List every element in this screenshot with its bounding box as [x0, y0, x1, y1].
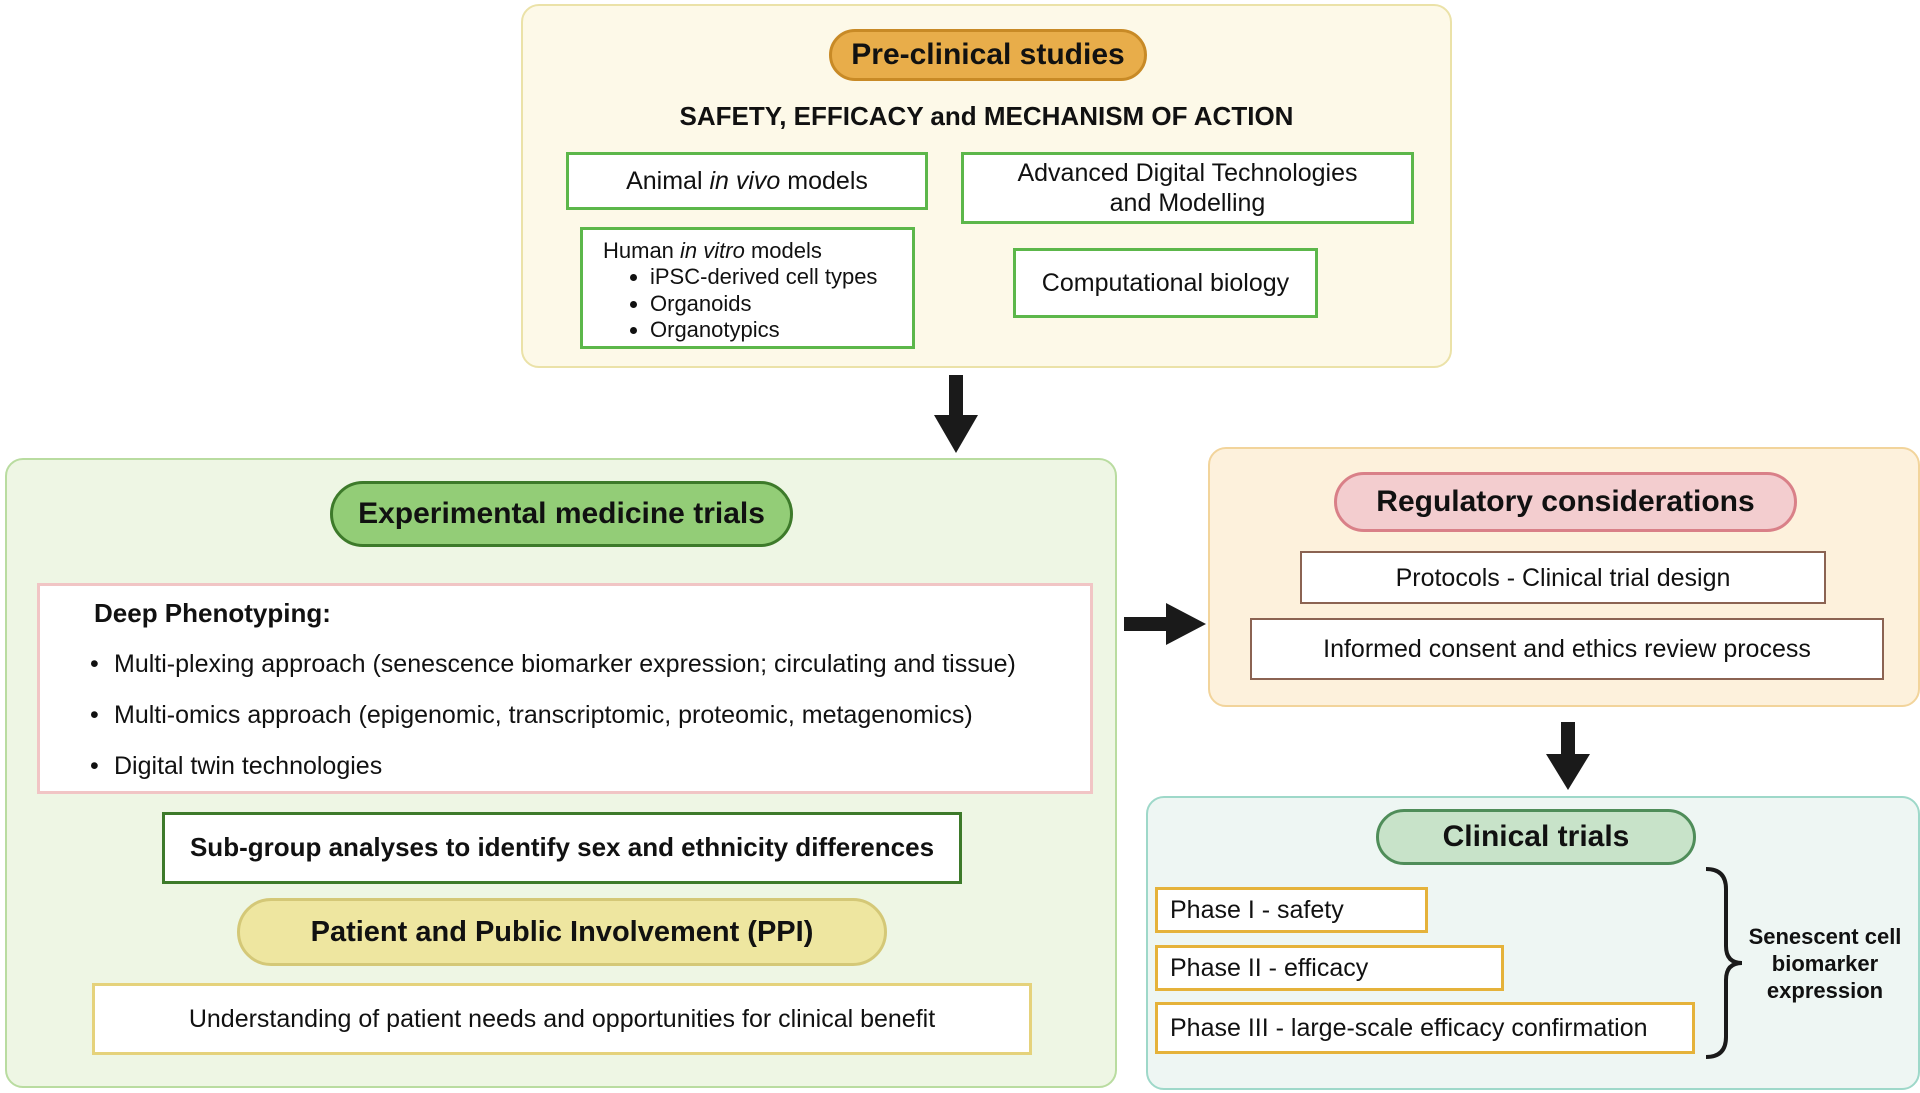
computational-biology-box: Computational biology [1013, 248, 1318, 318]
human-models-label: Human in vitro models [603, 238, 822, 263]
ppi-text: Understanding of patient needs and oppor… [188, 1005, 936, 1033]
list-item: •Digital twin technologies [90, 752, 383, 780]
ppi-title: Patient and Public Involvement (PPI) [237, 898, 887, 966]
phase-1-box: Phase I - safety [1155, 887, 1428, 933]
biomarker-label: Senescent cell biomarker expression [1748, 924, 1902, 1003]
deep-phenotyping-title: Deep Phenotyping: [94, 598, 331, 628]
experimental-title-text: Experimental medicine trials [358, 497, 765, 530]
clinical-title-text: Clinical trials [1442, 820, 1630, 853]
deep-phenotyping-list: •Multi-plexing approach (senescence biom… [90, 649, 1080, 802]
ppi-title-text: Patient and Public Involvement (PPI) [310, 915, 814, 948]
phase-2-label: Phase II - efficacy [1170, 954, 1369, 982]
arrow-down-icon [934, 375, 978, 453]
human-models-box: Human in vitro models iPSC-derived cell … [580, 227, 915, 349]
consent-box: Informed consent and ethics review proce… [1250, 618, 1884, 680]
digital-technologies-box: Advanced Digital Technologies and Modell… [961, 152, 1414, 224]
experimental-title: Experimental medicine trials [330, 481, 793, 547]
preclinical-subtitle: SAFETY, EFFICACY and MECHANISM OF ACTION [679, 101, 1294, 131]
computational-biology-label: Computational biology [1041, 269, 1290, 297]
animal-models-box: Animal in vivo models [566, 152, 928, 210]
list-item: Organoids [650, 291, 912, 317]
phase-1-label: Phase I - safety [1170, 896, 1344, 924]
preclinical-title: Pre-clinical studies [829, 29, 1147, 81]
regulatory-title: Regulatory considerations [1334, 472, 1797, 532]
animal-models-label: Animal in vivo models [626, 167, 868, 195]
arrow-down-icon [1546, 722, 1590, 790]
protocols-box: Protocols - Clinical trial design [1300, 551, 1826, 604]
phase-3-label: Phase III - large-scale efficacy confirm… [1170, 1014, 1648, 1042]
subgroup-analyses-label: Sub-group analyses to identify sex and e… [189, 832, 935, 863]
ppi-box: Understanding of patient needs and oppor… [92, 983, 1032, 1055]
list-item: •Multi-plexing approach (senescence biom… [90, 650, 1016, 678]
deep-phenotyping-box: Deep Phenotyping: •Multi-plexing approac… [37, 583, 1093, 794]
digital-technologies-line2: and Modelling [1109, 189, 1266, 217]
preclinical-title-text: Pre-clinical studies [851, 38, 1125, 71]
phase-2-box: Phase II - efficacy [1155, 945, 1504, 991]
list-item: iPSC-derived cell types [650, 264, 912, 290]
human-models-list: iPSC-derived cell types Organoids Organo… [603, 264, 912, 343]
regulatory-title-text: Regulatory considerations [1376, 485, 1755, 518]
digital-technologies-line1: Advanced Digital Technologies [1017, 159, 1358, 187]
arrow-right-icon [1124, 603, 1206, 645]
protocols-label: Protocols - Clinical trial design [1395, 563, 1731, 592]
list-item: Organotypics [650, 317, 912, 343]
right-brace-icon [1705, 867, 1743, 1059]
list-item: •Multi-omics approach (epigenomic, trans… [90, 701, 973, 729]
clinical-title: Clinical trials [1376, 809, 1696, 865]
phase-3-box: Phase III - large-scale efficacy confirm… [1155, 1002, 1695, 1054]
consent-label: Informed consent and ethics review proce… [1323, 635, 1811, 663]
subgroup-analyses-box: Sub-group analyses to identify sex and e… [162, 812, 962, 884]
